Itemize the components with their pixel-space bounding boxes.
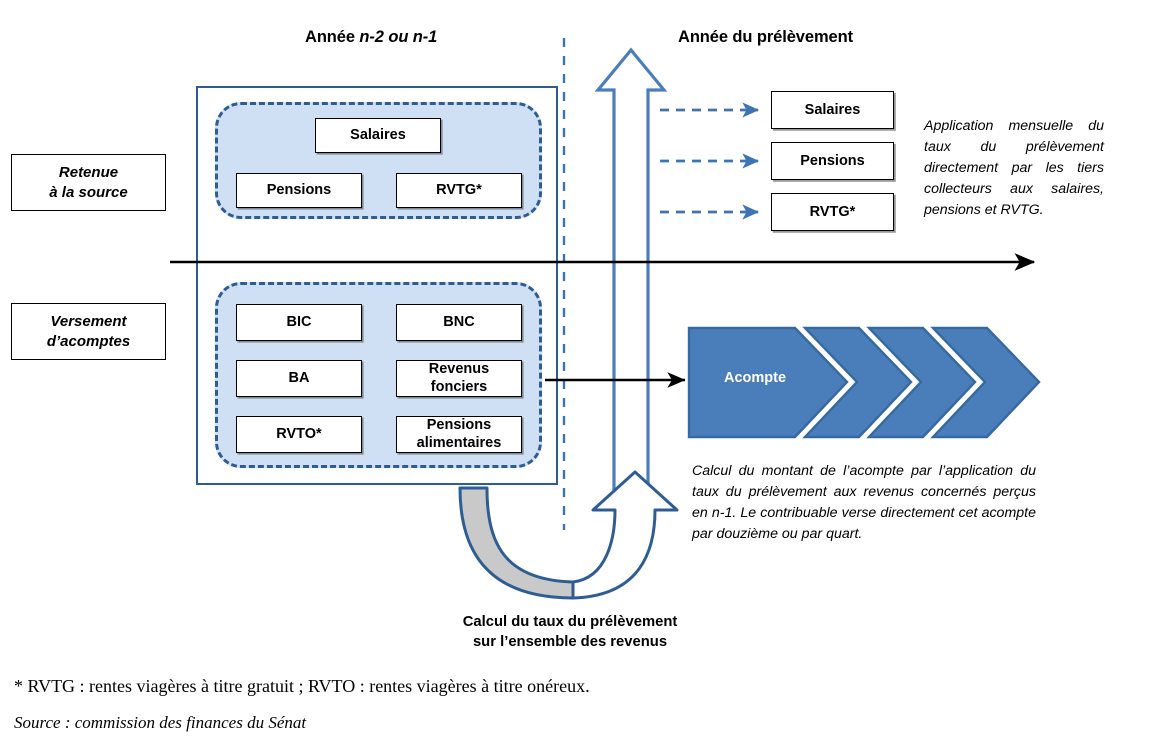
income-box-rvtg[interactable]: RVTG* [396, 173, 522, 208]
bottom-caption-line2: sur l’ensemble des revenus [472, 633, 668, 650]
category-label-retenue-line1: Retenue [58, 164, 119, 182]
curved-arrow-white-limb [571, 470, 679, 600]
target-box-salaires[interactable]: Salaires [771, 91, 894, 129]
chevron-segment-2 [802, 326, 913, 439]
category-label-versement-line1: Versement [50, 313, 127, 331]
income-box-pensions-label: Pensions [266, 181, 332, 198]
timeline-horizontal-arrow [170, 253, 1036, 271]
column-header-left: Année n-2 ou n-1 [305, 28, 437, 47]
dashed-arrows-to-targets [660, 102, 760, 220]
income-box-pensions[interactable]: Pensions [236, 173, 362, 208]
target-box-pensions[interactable]: Pensions [771, 142, 894, 180]
income-box-pensions-alimentaires-line2: alimentaires [416, 434, 502, 451]
acompte-chevron-sequence [687, 326, 1041, 439]
note-installments: Calcul du montant de l’acompte par l’app… [692, 463, 1036, 542]
bottom-caption: Calcul du taux du prélèvement sur l’ense… [390, 613, 750, 653]
curved-arrow-gray-limb [458, 486, 575, 600]
income-box-bic[interactable]: BIC [236, 304, 362, 341]
income-box-rvto[interactable]: RVTO* [236, 416, 362, 453]
curved-feedback-arrow [458, 470, 679, 600]
chevron-segment-1 [687, 326, 849, 439]
income-box-bnc-label: BNC [443, 313, 475, 330]
chevron-segment-3 [866, 326, 977, 439]
target-box-rvtg[interactable]: RVTG* [771, 193, 894, 231]
income-box-bic-label: BIC [286, 313, 312, 330]
bottom-caption-line1: Calcul du taux du prélèvement [462, 614, 678, 630]
target-box-pensions-label: Pensions [800, 153, 865, 169]
arrow-to-acompte [545, 372, 686, 388]
column-header-left-prefix: Année [305, 28, 360, 46]
column-header-right: Année du prélèvement [678, 28, 853, 46]
category-label-retenue-line2: à la source [49, 183, 128, 201]
income-box-rvtg-label: RVTG* [436, 181, 482, 198]
target-box-salaires-label: Salaires [804, 102, 861, 118]
category-label-versement-line2: d’acomptes [46, 332, 131, 350]
year-divider-dashed-line [562, 38, 566, 530]
category-label-versement-d-acomptes: Versement d’acomptes [11, 303, 166, 360]
income-box-revenus-fonciers-line2: fonciers [430, 378, 488, 395]
income-box-salaires[interactable]: Salaires [315, 118, 441, 153]
income-box-revenus-fonciers[interactable]: Revenus fonciers [396, 360, 522, 397]
target-box-rvtg-label: RVTG* [809, 204, 856, 220]
chevron-segment-4 [930, 326, 1041, 439]
income-box-rvto-label: RVTO* [276, 425, 322, 442]
income-box-pensions-alimentaires-line1: Pensions [426, 417, 492, 434]
column-header-left-emphasis: n-2 ou n-1 [359, 28, 438, 46]
income-box-ba-label: BA [288, 369, 310, 386]
income-box-salaires-label: Salaires [350, 126, 406, 143]
footnote-source: Source : commission des finances du Séna… [14, 713, 307, 732]
income-box-pensions-alimentaires[interactable]: Pensions alimentaires [396, 416, 522, 453]
category-label-retenue-a-la-source: Retenue à la source [11, 154, 166, 211]
chevron-label-acompte: Acompte [723, 370, 787, 386]
income-box-bnc[interactable]: BNC [396, 304, 522, 341]
income-box-ba[interactable]: BA [236, 360, 362, 397]
footnote-legend: * RVTG : rentes viagères à titre gratuit… [14, 676, 590, 696]
note-withholding: Application mensuelle du taux du prélève… [924, 118, 1104, 218]
income-box-revenus-fonciers-line1: Revenus [428, 361, 490, 378]
